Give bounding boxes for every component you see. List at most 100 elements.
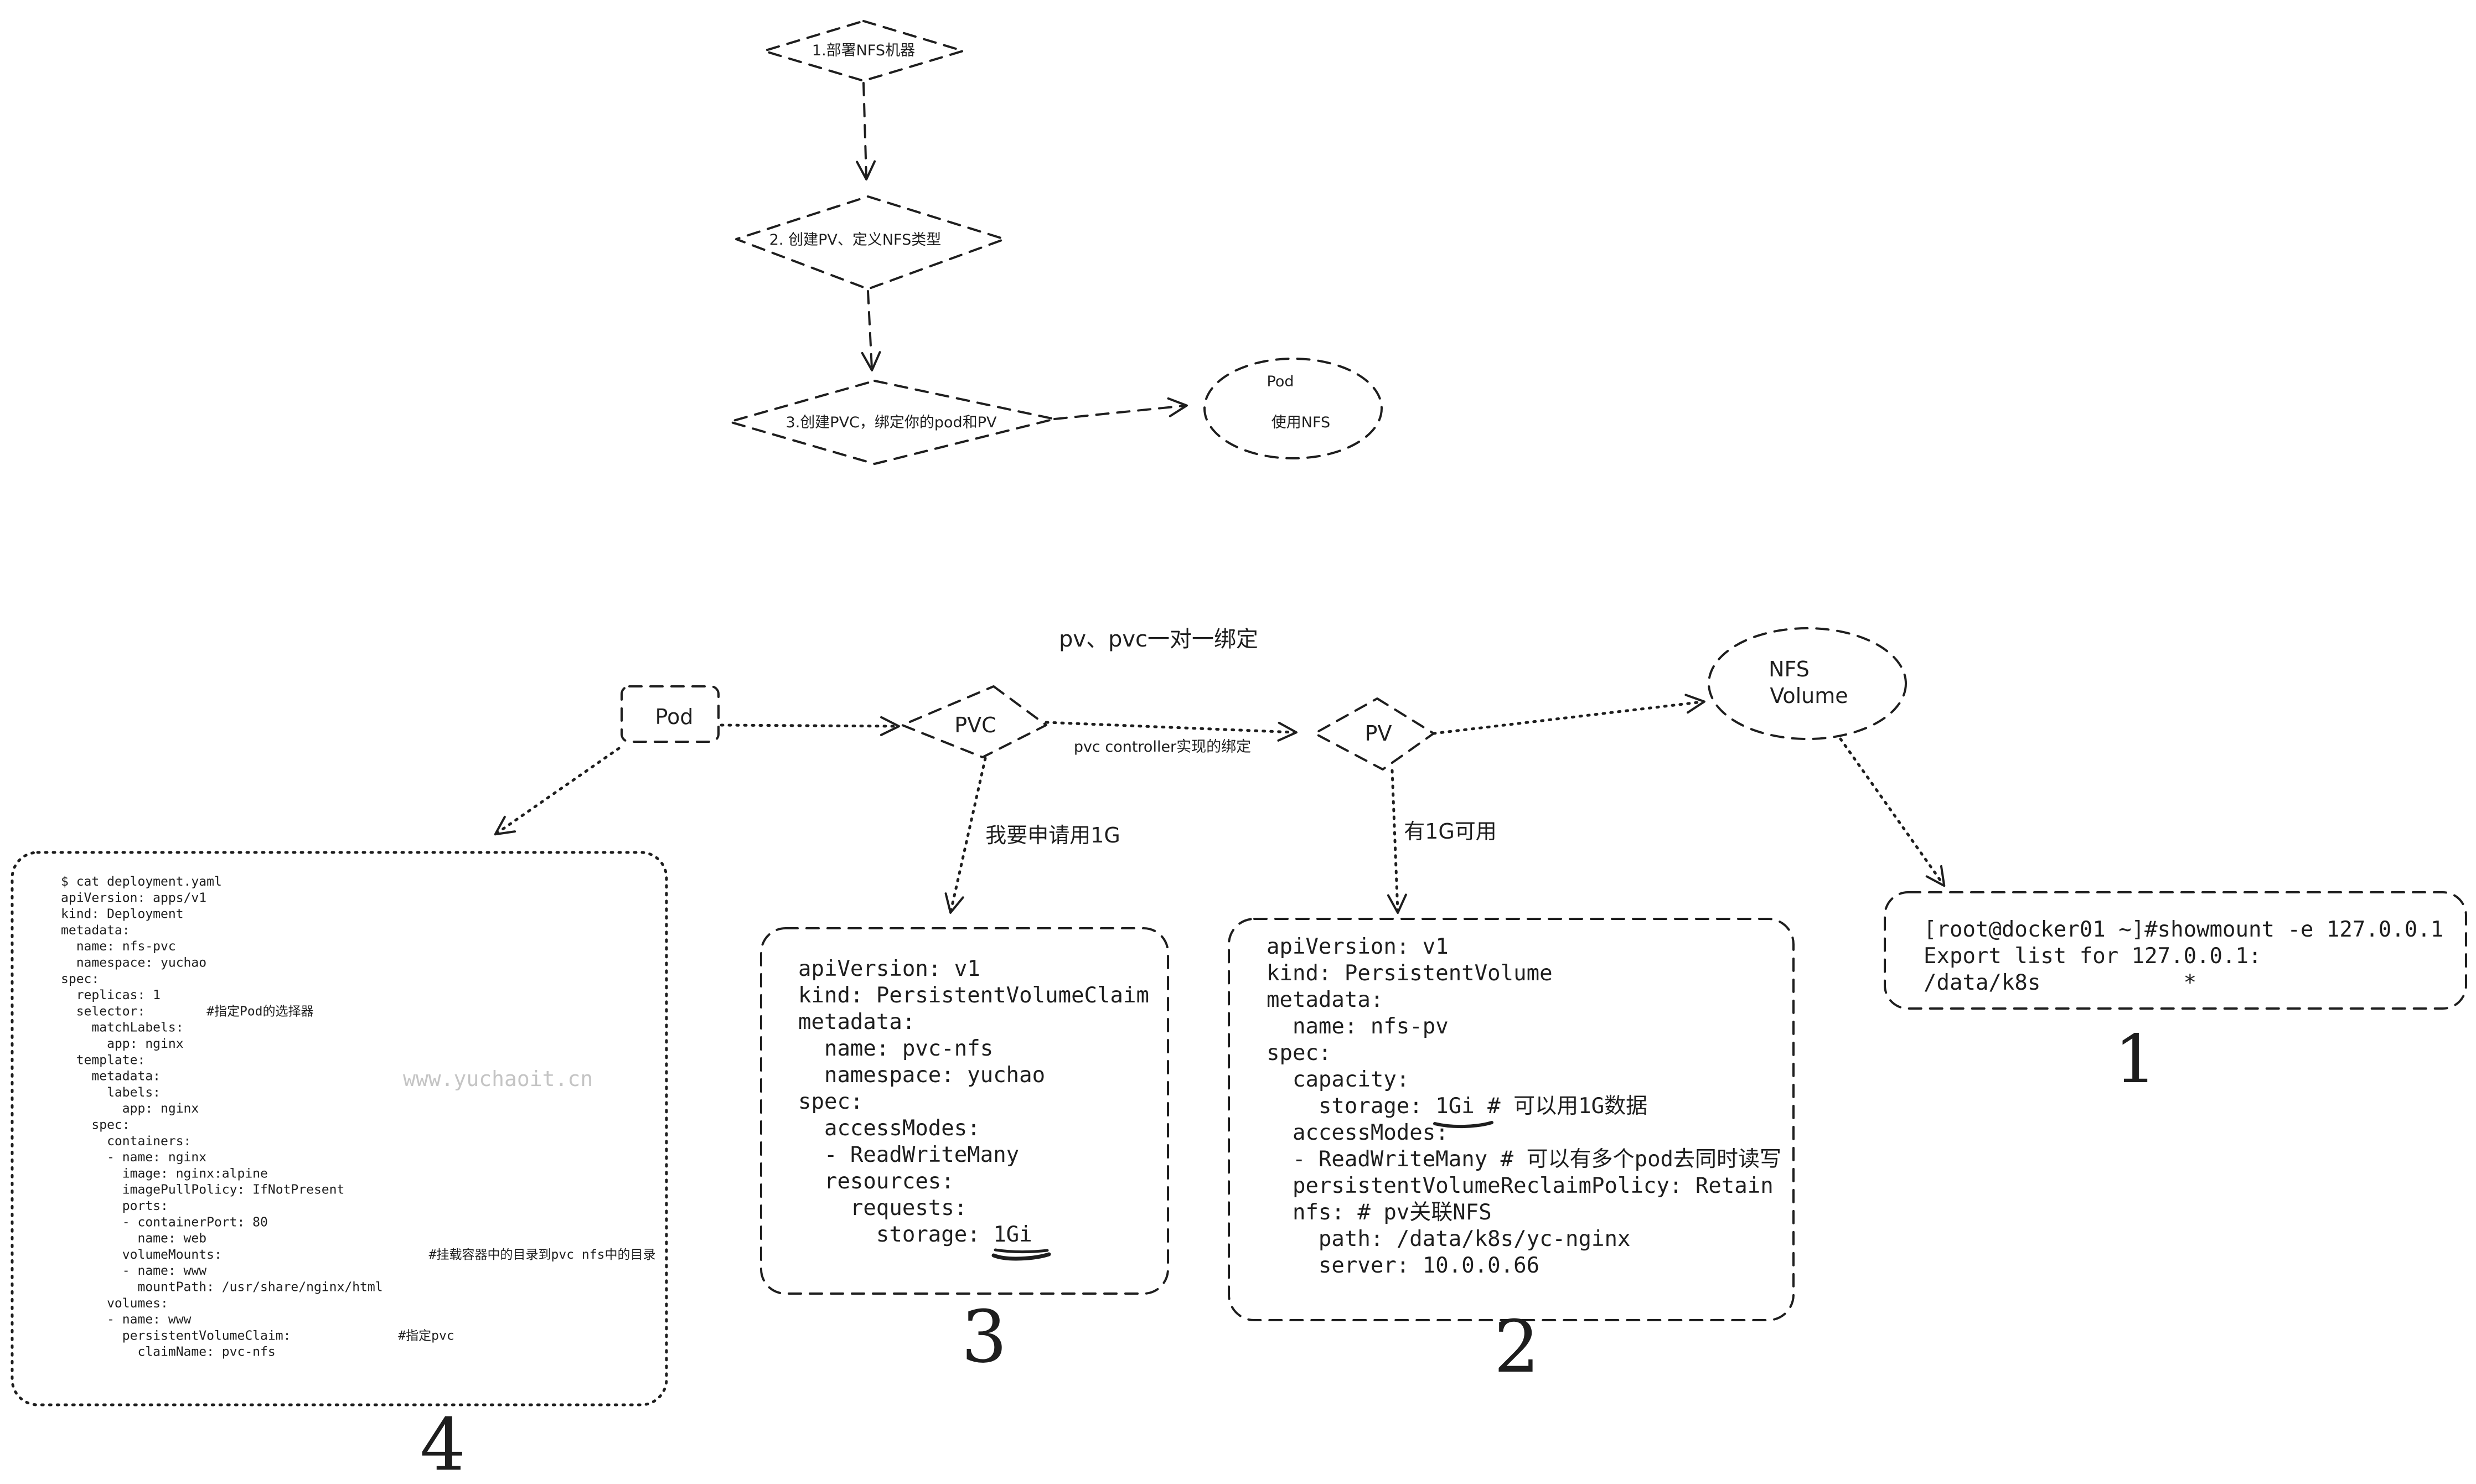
deployment-yaml-line: - containerPort: 80 — [61, 1215, 268, 1229]
arrow-pod-deployment — [494, 747, 621, 836]
pv-yaml-line: accessModes: — [1267, 1120, 1449, 1145]
pvc-yaml-line: resources: — [798, 1169, 954, 1194]
step3-label: 3.创建PVC，绑定你的pod和PV — [786, 414, 997, 431]
binding-section: pv、pvc一对一绑定 Pod PVC pvc controller实现的绑定 … — [494, 627, 1946, 914]
pv-label: PV — [1365, 721, 1392, 746]
step-number-deployment: 4 — [420, 1403, 466, 1484]
deployment-yaml-line: - name: www — [61, 1312, 192, 1327]
deployment-yaml-line: spec: — [61, 1118, 130, 1133]
showmount-line: Export list for 127.0.0.1: — [1924, 944, 2261, 969]
pv-yaml-line: server: 10.0.0.66 — [1267, 1253, 1539, 1278]
request-label: 我要申请用1G — [985, 823, 1120, 847]
pv-yaml-line: spec: — [1267, 1041, 1331, 1066]
pvc-yaml-box: apiVersion: v1 kind: PersistentVolumeCla… — [0, 0, 1240, 1295]
deployment-yaml-text: $ cat deployment.yaml apiVersion: apps/v… — [0, 0, 709, 1359]
pv-storage-underline — [1433, 1121, 1493, 1129]
pvc-yaml-line: - ReadWriteMany — [798, 1142, 1019, 1167]
deployment-yaml-line: kind: Deployment — [61, 907, 184, 922]
showmount-line: [root@docker01 ~]#showmount -e 127.0.0.1 — [1924, 917, 2443, 942]
showmount-box-border — [1884, 891, 2467, 1010]
showmount-line: /data/k8s * — [1924, 970, 2196, 995]
arrow-pvc-yaml — [944, 757, 987, 914]
deployment-yaml-line: apiVersion: apps/v1 — [61, 891, 206, 905]
step2-diamond — [735, 195, 1006, 290]
deployment-yaml-line: replicas: 1 — [61, 988, 161, 1002]
deployment-yaml-line: - name: nginx — [61, 1150, 206, 1165]
deployment-yaml-line: metadata: — [61, 923, 130, 938]
showmount-box: [root@docker01 ~]#showmount -e 127.0.0.1… — [1884, 891, 2467, 1010]
pvc-storage-underline — [991, 1252, 1051, 1261]
deployment-yaml-line: labels: — [61, 1085, 161, 1100]
pod-box-label: Pod — [655, 705, 694, 729]
pvc-box-border — [760, 927, 1169, 1295]
deployment-yaml-line: persistentVolumeClaim: #指定pvc — [61, 1328, 454, 1343]
pv-yaml-line: - ReadWriteMany # 可以有多个pod去同时读写 — [1267, 1147, 1781, 1172]
controller-label: pvc controller实现的绑定 — [1074, 738, 1251, 756]
deployment-yaml-line: $ cat deployment.yaml — [61, 875, 222, 889]
deployment-yaml-line: metadata: — [61, 1069, 161, 1084]
pv-yaml-line: path: /data/k8s/yc-nginx — [1267, 1227, 1630, 1252]
pv-diamond — [1314, 697, 1435, 771]
pvc-yaml-line: name: pvc-nfs — [798, 1036, 993, 1061]
arrow-pvc-pv — [1045, 721, 1298, 742]
pod-ellipse — [1203, 358, 1383, 459]
deployment-yaml-line: image: nginx:alpine — [61, 1166, 268, 1181]
arrow-pv-yaml — [1387, 769, 1407, 914]
step-number-pv: 2 — [1494, 1305, 1540, 1389]
step-numbers: 1 2 3 4 — [420, 1021, 2157, 1484]
watermark: www.yuchaoit.cn — [403, 1067, 593, 1091]
pvc-yaml-line: metadata: — [798, 1010, 915, 1035]
pod-box — [621, 685, 720, 743]
step3-diamond — [728, 380, 1056, 465]
nfs-volume-line1: NFS — [1769, 657, 1810, 681]
deployment-yaml-line: matchLabels: — [61, 1021, 184, 1035]
deployment-yaml-line: volumeMounts: #挂载容器中的目录到pvc nfs中的目录 — [61, 1248, 655, 1262]
pvc-label: PVC — [954, 713, 996, 737]
deployment-yaml-line: app: nginx — [61, 1102, 199, 1116]
pvc-yaml-line: requests: — [798, 1196, 967, 1221]
deployment-yaml-line: spec: — [61, 972, 99, 986]
pvc-yaml-line: storage: 1Gi — [798, 1222, 1032, 1247]
flow-section: 1.部署NFS机器 2. 创建PV、定义NFS类型 3.创建PVC，绑定你的po… — [728, 20, 1383, 465]
pvc-storage-underline-2 — [994, 1248, 1049, 1253]
pv-yaml-line: capacity: — [1267, 1067, 1409, 1092]
pod-ellipse-line1: Pod — [1267, 373, 1294, 390]
pod-ellipse-line2: 使用NFS — [1271, 414, 1330, 431]
pvc-yaml-line: kind: PersistentVolumeClaim — [798, 983, 1149, 1008]
deployment-yaml-line: imagePullPolicy: IfNotPresent — [61, 1183, 344, 1197]
pvc-yaml-line: apiVersion: v1 — [798, 956, 980, 981]
deployment-yaml-box: $ cat deployment.yaml apiVersion: apps/v… — [0, 0, 709, 1407]
deployment-yaml-line: namespace: yuchao — [61, 956, 206, 970]
deployment-yaml-line: name: nfs-pvc — [61, 939, 176, 954]
step1-diamond — [763, 20, 964, 82]
nfs-volume-ellipse — [1708, 627, 1907, 740]
arrow-pv-nfs — [1432, 694, 1705, 735]
deployment-yaml-line: volumes: — [61, 1296, 168, 1311]
binding-title: pv、pvc一对一绑定 — [1059, 627, 1258, 652]
deployment-box-border — [11, 851, 668, 1407]
pv-yaml-line: nfs: # pv关联NFS — [1267, 1200, 1492, 1225]
arrow-step2-step3 — [861, 290, 881, 371]
pv-yaml-line: kind: PersistentVolume — [1267, 961, 1553, 986]
pv-box-border — [1228, 918, 1795, 1321]
pvc-yaml-line: spec: — [798, 1089, 863, 1114]
arrow-nfs-showmount — [1839, 737, 1946, 887]
showmount-text: [root@docker01 ~]#showmount -e 127.0.0.1… — [1924, 917, 2443, 995]
step-number-pvc: 3 — [962, 1295, 1007, 1379]
pv-yaml-box: apiVersion: v1 kind: PersistentVolume me… — [1228, 918, 1795, 1321]
pvc-yaml-line: accessModes: — [798, 1116, 980, 1141]
available-label: 有1G可用 — [1404, 819, 1497, 844]
pv-yaml-line: persistentVolumeReclaimPolicy: Retain — [1267, 1173, 1774, 1198]
nfs-volume-line2: Volume — [1770, 684, 1848, 708]
pv-yaml-line: storage: 1Gi # 可以用1G数据 — [1267, 1094, 1647, 1119]
pv-yaml-line: apiVersion: v1 — [1267, 934, 1449, 959]
step1-label: 1.部署NFS机器 — [812, 42, 915, 59]
deployment-yaml-line: - name: www — [61, 1264, 206, 1278]
arrow-step3-pod — [1053, 397, 1188, 420]
deployment-yaml-line: mountPath: /usr/share/nginx/html — [61, 1280, 383, 1295]
pvc-yaml-text: apiVersion: v1 kind: PersistentVolumeCla… — [0, 0, 1240, 1247]
pv-yaml-text: apiVersion: v1 kind: PersistentVolume me… — [1267, 934, 1781, 1278]
pv-yaml-line: metadata: — [1267, 987, 1383, 1012]
deployment-yaml-line: ports: — [61, 1199, 168, 1213]
